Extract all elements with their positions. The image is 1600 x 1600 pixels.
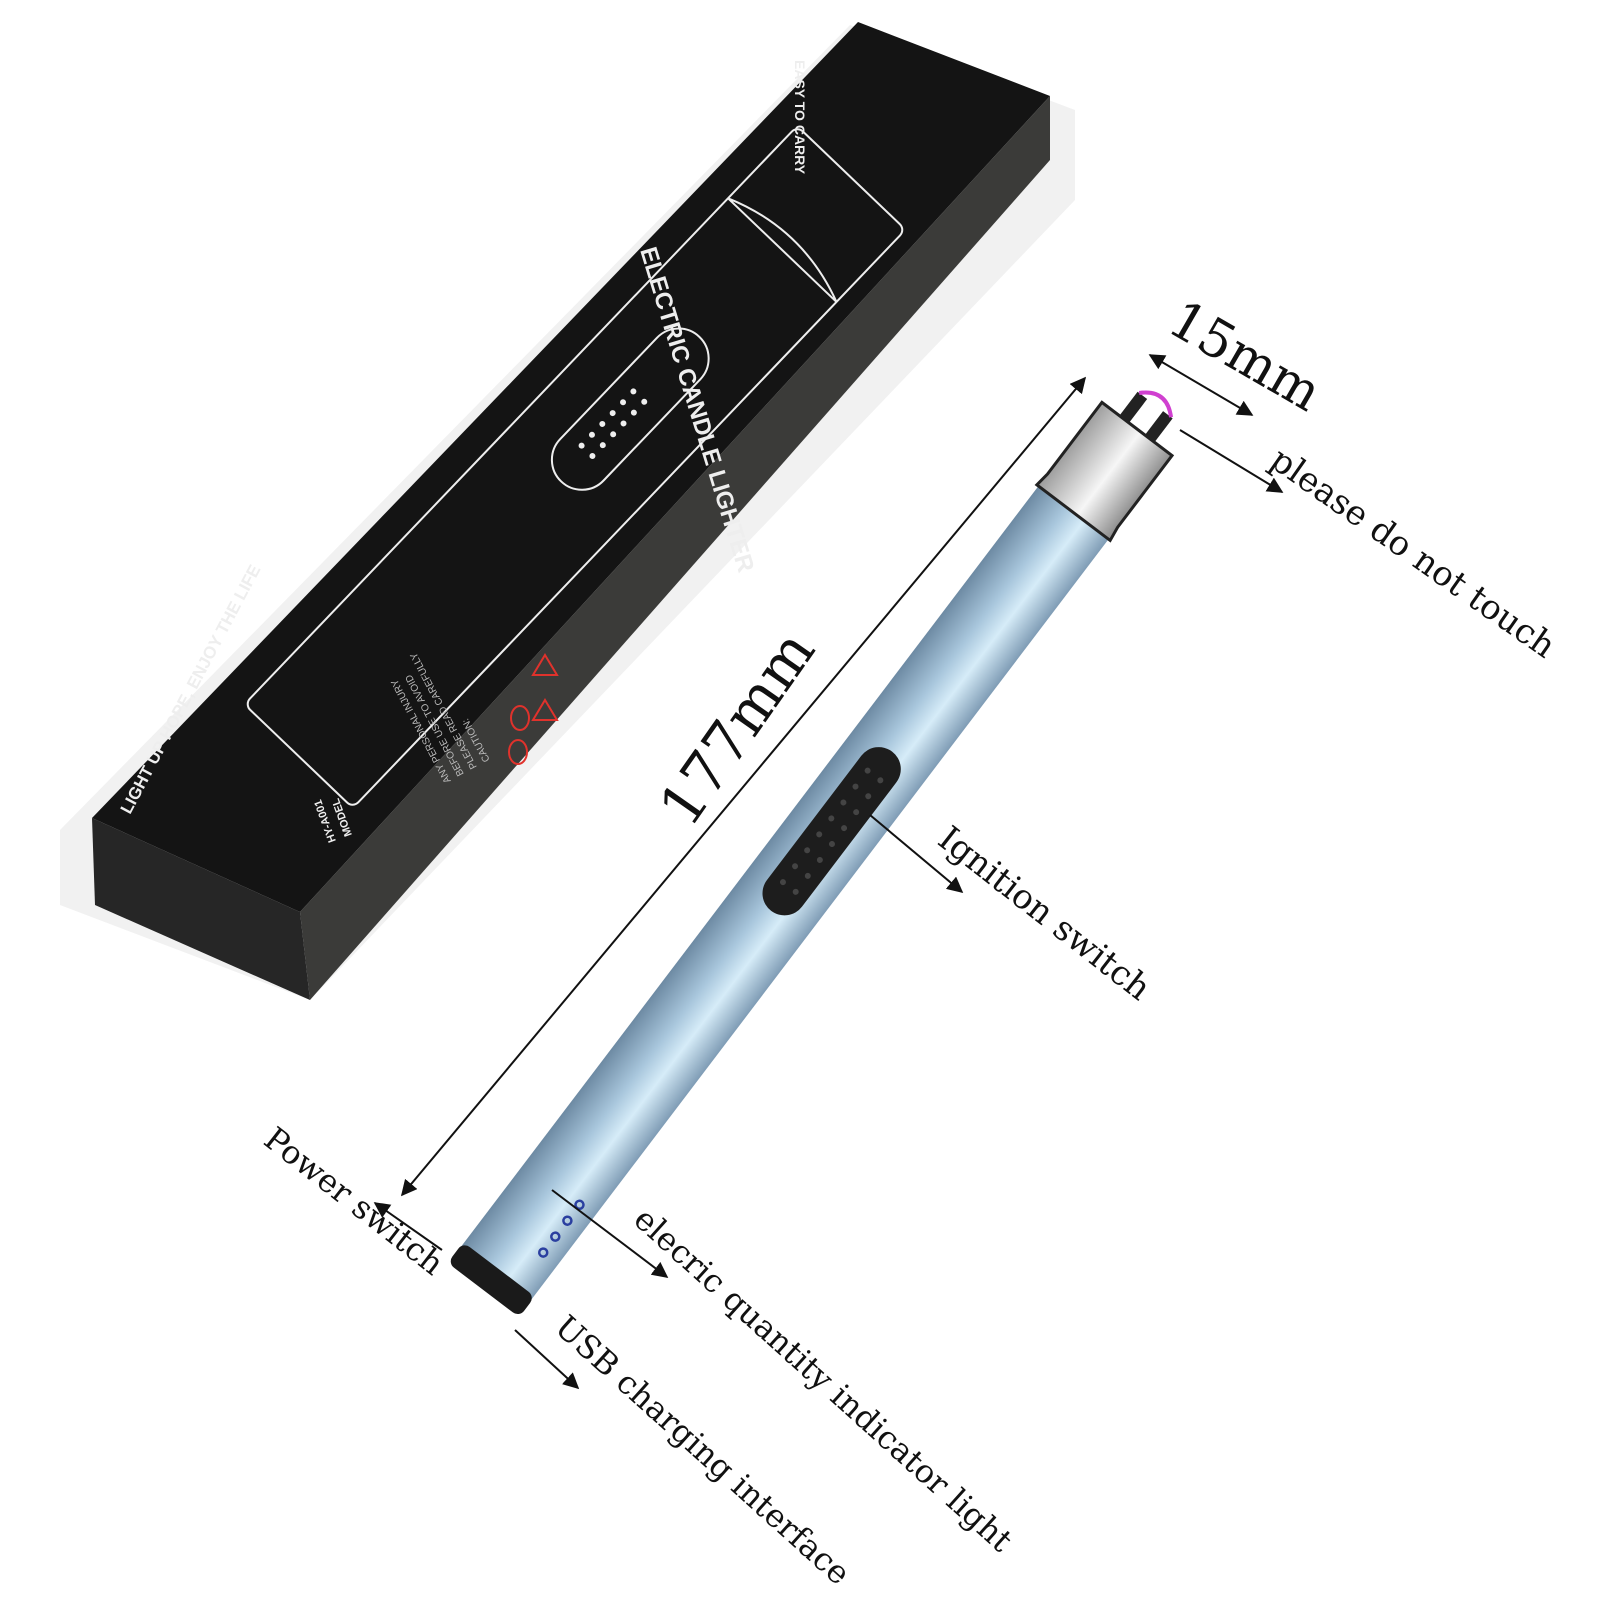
width-label: 15mm: [1159, 289, 1332, 423]
ignition-pointer: [869, 814, 964, 894]
indicator-label: elecric quantity indicator light: [627, 1200, 1021, 1560]
indicator-pointer: [551, 1189, 669, 1278]
electrode: [1119, 391, 1148, 423]
lighter-end-cap: [450, 1245, 532, 1315]
tip-warning-label: please do not touch: [1263, 440, 1563, 667]
annotation-lines: [373, 354, 1284, 1390]
width-dimension-arrow: [1148, 354, 1254, 416]
battery-indicator-dots: [537, 1199, 585, 1258]
length-dimension-arrow: [400, 376, 1087, 1197]
product-box: ELECTRIC CANDLE LIGHTER LIGHT UP HOPE, E…: [60, 22, 1075, 1000]
tip-pointer: [1179, 429, 1284, 493]
electrode: [1144, 411, 1173, 443]
power-label: Power switch: [257, 1119, 451, 1282]
ignition-label: Ignition switch: [930, 819, 1158, 1009]
power-pointer: [373, 1202, 443, 1251]
usb-pointer: [514, 1329, 580, 1390]
box-side-top-text: EASY TO CARRY: [792, 60, 808, 175]
box-end-face: [92, 818, 310, 1000]
